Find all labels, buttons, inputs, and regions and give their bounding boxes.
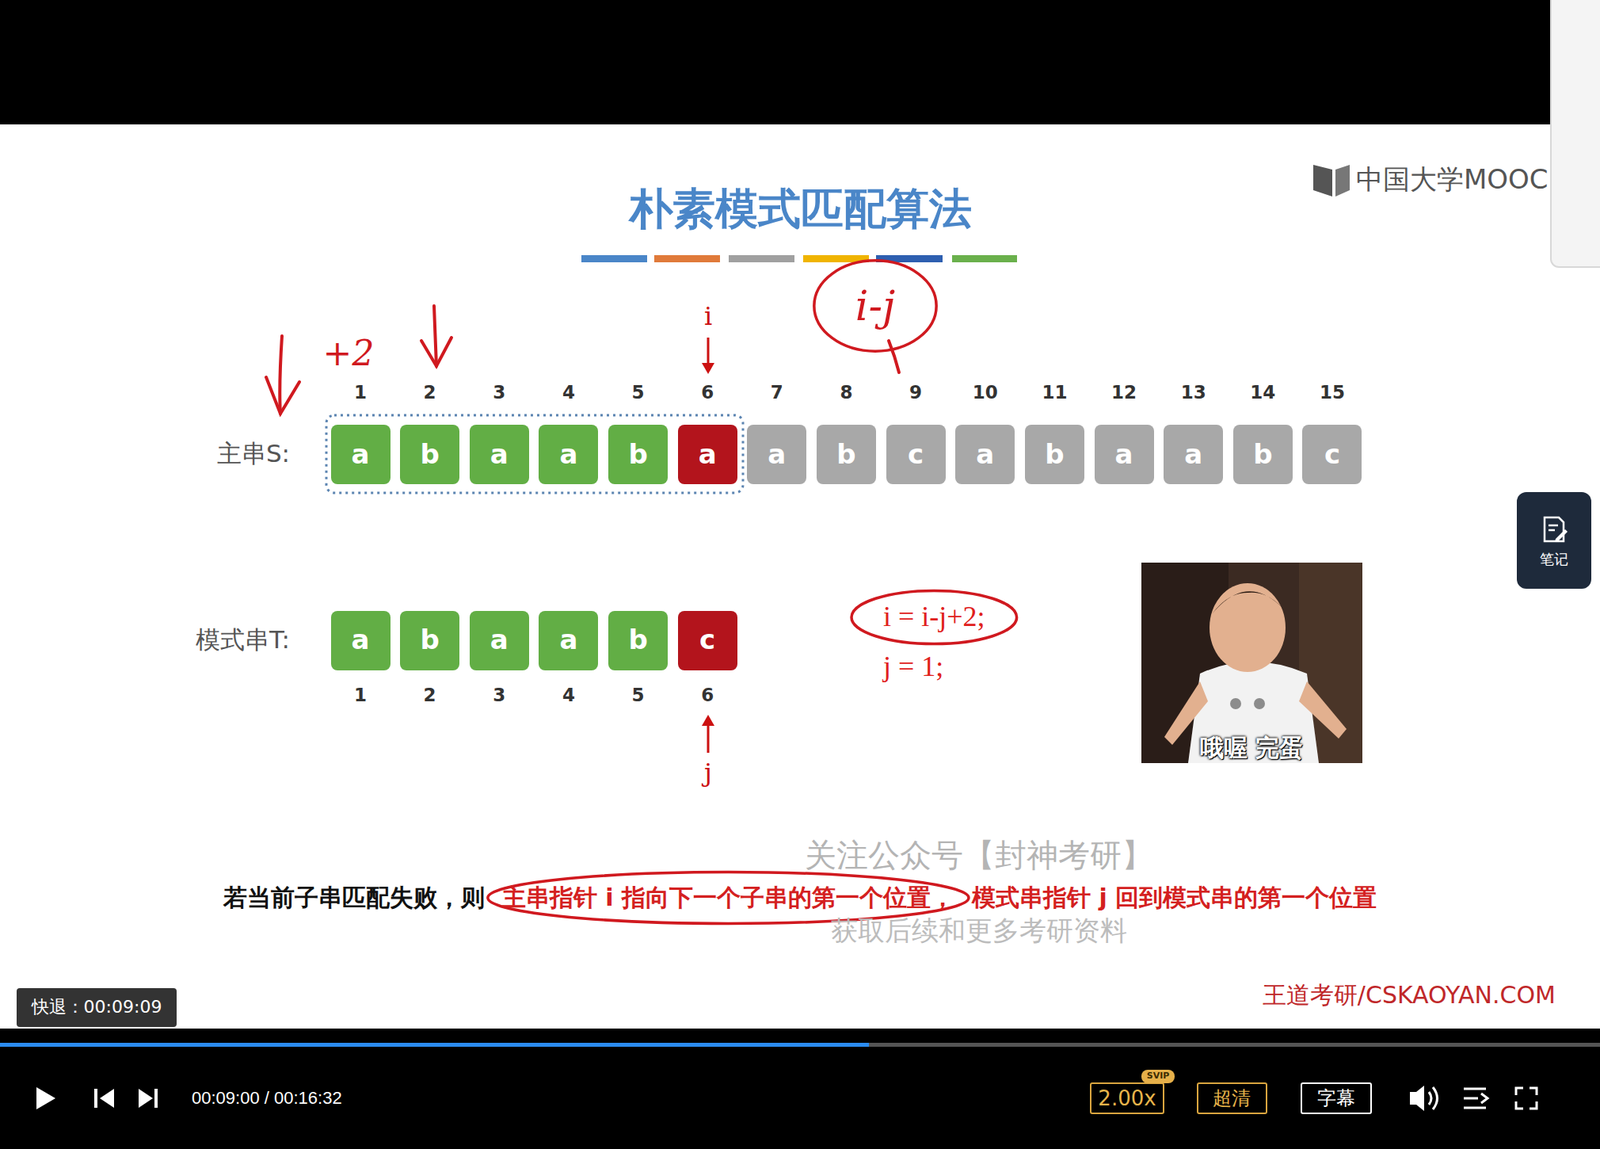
node-text: b — [419, 624, 439, 655]
node-text: 字幕 — [1317, 1087, 1356, 1109]
node-text: a — [767, 439, 786, 469]
node-text: c — [907, 439, 924, 469]
index-number: 5 — [632, 684, 645, 707]
node-text: SVIP — [1146, 1070, 1170, 1081]
index-number: 7 — [770, 381, 784, 404]
main-char-cell: c — [1302, 424, 1362, 484]
main-char-cell: c — [886, 424, 946, 484]
main-char-cell: b — [1233, 424, 1293, 484]
main-char-cell: a — [955, 424, 1015, 484]
pattern-char-cell: a — [469, 610, 530, 671]
time-display: 00:09:00 / 00:16:32 — [191, 1087, 343, 1109]
index-number: 8 — [839, 381, 853, 404]
hand-ring — [814, 260, 937, 351]
node-text: a — [559, 624, 578, 655]
node-text: a — [975, 439, 995, 469]
caption-text: 主串指针 i 指向下一个子串的第一个位置， — [502, 881, 955, 915]
code-line: i = i-j+2; — [883, 599, 986, 634]
index-number: 14 — [1249, 381, 1276, 404]
watermark: 获取后续和更多考研资料 — [830, 914, 1128, 947]
node-text: 2.00x — [1097, 1086, 1156, 1110]
node-text: b — [628, 624, 648, 655]
index-number: 11 — [1041, 381, 1067, 404]
index-number: 3 — [492, 684, 506, 707]
watermark: 关注公众号【封神考研】 — [804, 835, 1154, 874]
subtitle-button: 字幕 — [1300, 1081, 1372, 1114]
node-text: a — [490, 439, 509, 469]
row-label: 主串S: — [217, 438, 290, 469]
seek-tooltip: 快退：00:09:09 — [16, 987, 177, 1027]
node-text: 超清 — [1212, 1087, 1251, 1109]
index-number: 6 — [700, 381, 714, 404]
main-char-cell: a — [1163, 424, 1223, 484]
main-char-cell: a — [678, 424, 738, 484]
index-number: 3 — [492, 381, 506, 404]
index-number: 4 — [562, 381, 576, 404]
node-text: 快退：00:09:09 — [31, 997, 163, 1017]
node-text: a — [1115, 439, 1134, 469]
index-number: 5 — [632, 381, 645, 404]
index-number: 13 — [1180, 381, 1207, 404]
pattern-char-cell: b — [400, 610, 460, 671]
node-text: a — [351, 624, 370, 655]
handwritten-note: i-j — [855, 281, 896, 331]
node-text: b — [628, 439, 648, 469]
node-text: b — [1253, 439, 1273, 469]
pattern-char-cell: a — [538, 610, 599, 671]
main-char-cell: b — [608, 424, 668, 484]
meme-caption: 哦喔 完蛋 — [1200, 733, 1303, 762]
pattern-char-cell: b — [608, 610, 668, 671]
row-label: 模式串T: — [195, 624, 290, 655]
index-number: 6 — [700, 684, 714, 707]
pattern-char-cell: c — [678, 610, 738, 671]
main-char-cell: a — [538, 424, 599, 484]
node-text: 笔记 — [1539, 551, 1569, 568]
hand-ring — [851, 590, 1018, 644]
node-text: a — [698, 439, 717, 469]
node-text: a — [559, 439, 578, 469]
node-text: a — [1184, 439, 1203, 469]
node-text: b — [419, 439, 439, 469]
speed-button: 2.00x — [1089, 1081, 1165, 1114]
logo-text: 中国大学MOOC — [1356, 163, 1549, 196]
main-char-cell: a — [469, 424, 530, 484]
main-char-cell: b — [1024, 424, 1085, 484]
handwritten-note: +2 — [323, 332, 375, 375]
svip-badge: SVIP — [1141, 1069, 1175, 1083]
node-text: b — [836, 439, 856, 469]
pointer-label: i — [704, 300, 713, 332]
index-number: 10 — [972, 381, 999, 404]
node-text: b — [1044, 439, 1064, 469]
index-number: 15 — [1319, 381, 1345, 404]
main-char-cell: a — [1094, 424, 1155, 484]
node-text: c — [699, 624, 716, 655]
node-text: a — [351, 439, 370, 469]
main-char-cell: b — [816, 424, 877, 484]
index-number: 9 — [909, 381, 922, 404]
index-number: 2 — [423, 684, 437, 707]
main-char-cell: a — [331, 424, 391, 484]
node-text: a — [490, 624, 509, 655]
site-credit: 王道考研/CSKAOYAN.COM — [1262, 980, 1556, 1010]
caption-line: 若当前子串匹配失败，则主串指针 i 指向下一个子串的第一个位置， 模式串指针 j … — [223, 881, 1377, 915]
index-number: 4 — [562, 684, 576, 707]
caption-text: 模式串指针 j 回到模式串的第一个位置 — [971, 881, 1377, 915]
index-number: 1 — [354, 684, 367, 707]
caption-text: 若当前子串匹配失败，则 — [223, 881, 485, 915]
main-char-cell: b — [400, 424, 460, 484]
pointer-label: j — [704, 757, 713, 788]
note-button: 笔记 — [1516, 491, 1592, 589]
code-line: j = 1; — [883, 649, 944, 684]
index-number: 12 — [1111, 381, 1137, 404]
main-char-cell: a — [746, 424, 807, 484]
index-number: 1 — [354, 381, 367, 404]
pattern-char-cell: a — [331, 610, 391, 671]
index-number: 2 — [423, 381, 437, 404]
node-text: c — [1324, 439, 1341, 469]
slide-title: 朴素模式匹配算法 — [629, 183, 972, 236]
quality-button: 超清 — [1196, 1081, 1268, 1114]
